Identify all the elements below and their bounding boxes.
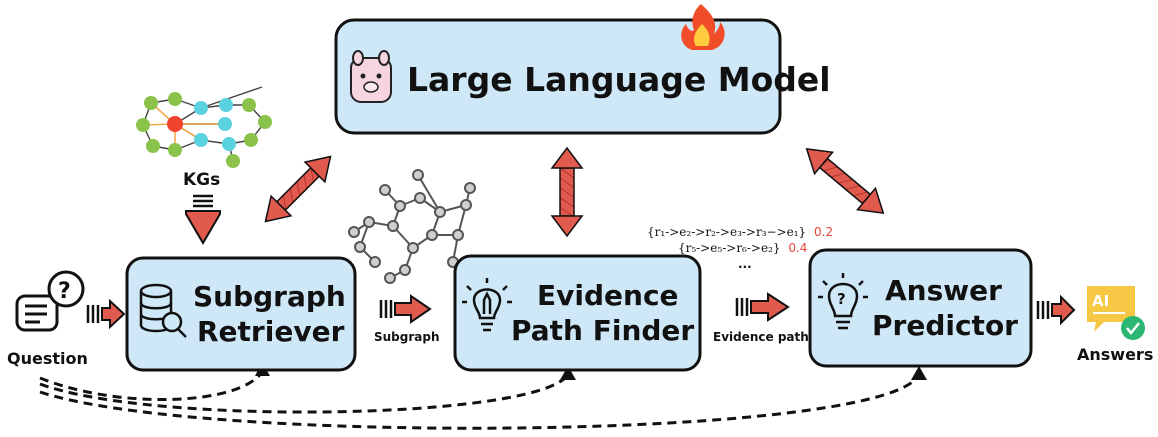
predictor-to-answers-arrow bbox=[1036, 294, 1076, 326]
check-icon bbox=[1121, 316, 1145, 340]
retriever-to-finder-arrow bbox=[379, 294, 432, 324]
predictor-title-line1: Answer bbox=[885, 274, 1002, 307]
llm-title: Large Language Model bbox=[407, 60, 831, 99]
evidence-path-1: {r₁->e₂->r₂->e₃->r₃−>e₁} 0.2 bbox=[647, 225, 833, 239]
llm-predictor-bidirectional-arrow bbox=[805, 147, 885, 215]
predictor-title-line2: Predictor bbox=[872, 309, 1018, 342]
arrowhead-predictor bbox=[911, 366, 927, 380]
fire-icon bbox=[681, 4, 725, 50]
answers-icon: AI bbox=[1087, 286, 1145, 340]
svg-text:?: ? bbox=[58, 279, 71, 304]
retriever-title-line2: Retriever bbox=[197, 315, 345, 348]
evidence-ellipsis: ... bbox=[738, 257, 752, 271]
answers-label: Answers bbox=[1077, 345, 1153, 364]
evidence-paths: {r₁->e₂->r₂->e₃->r₃−>e₁} 0.2 {r₅->e₅->r₆… bbox=[647, 225, 833, 271]
question-to-retriever-arrow bbox=[86, 298, 126, 330]
answer-ai-badge: AI bbox=[1092, 292, 1109, 310]
llm-finder-bidirectional-arrow bbox=[550, 146, 584, 238]
llama-icon bbox=[350, 50, 392, 103]
evidence-path-2: {r₅->e₅->r₆->e₂} 0.4 bbox=[678, 241, 807, 255]
answer-predictor-box: ? Answer Predictor bbox=[808, 248, 1033, 368]
question-dashed-links bbox=[39, 371, 920, 430]
finder-to-predictor-arrow bbox=[735, 292, 790, 322]
question-icon: ? bbox=[15, 270, 85, 332]
dashed-link-to-retriever bbox=[39, 371, 264, 402]
arrowhead-finder bbox=[560, 366, 576, 380]
kg-icon bbox=[136, 86, 272, 168]
evidence-path-2-score: 0.4 bbox=[788, 241, 807, 255]
llm-box: Large Language Model bbox=[334, 4, 831, 135]
finder-title-line1: Evidence bbox=[537, 279, 679, 312]
kgs-label: KGs bbox=[183, 170, 220, 190]
kgs-down-arrow bbox=[185, 194, 221, 245]
database-search-icon bbox=[139, 283, 187, 338]
svg-text:?: ? bbox=[837, 290, 846, 308]
evidence-path-label: Evidence path bbox=[713, 330, 809, 344]
finder-title-line2: Path Finder bbox=[511, 314, 694, 347]
question-bulb-icon: ? bbox=[818, 273, 868, 330]
retriever-title-line1: Subgraph bbox=[193, 280, 346, 313]
subgraph-retriever-box: Subgraph Retriever bbox=[125, 256, 357, 372]
lightbulb-pencil-icon bbox=[462, 278, 512, 332]
dashed-link-to-finder bbox=[39, 374, 569, 414]
question-label: Question bbox=[7, 349, 88, 368]
subgraph-icon bbox=[348, 169, 476, 284]
llm-retriever-bidirectional-arrow bbox=[264, 155, 332, 223]
subgraph-label: Subgraph bbox=[374, 330, 440, 344]
evidence-path-1-score: 0.2 bbox=[814, 225, 833, 239]
evidence-path-finder-box: Evidence Path Finder bbox=[453, 254, 702, 372]
dashed-link-to-predictor bbox=[39, 375, 920, 430]
